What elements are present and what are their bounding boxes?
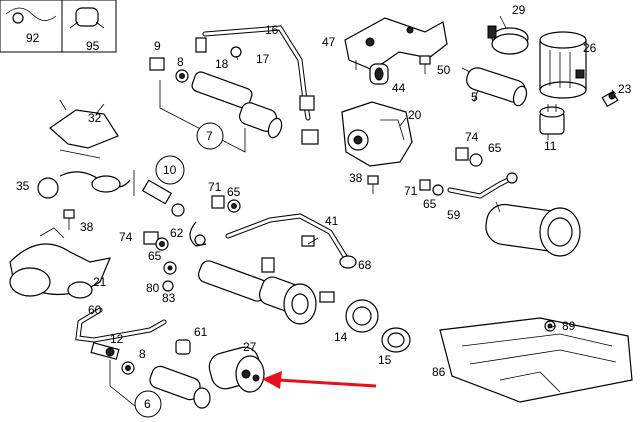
fuel-line-59 xyxy=(447,172,518,199)
callout-47: 47 xyxy=(322,35,336,49)
fitting-74-65-right xyxy=(455,147,483,167)
mounting-plate-86 xyxy=(439,317,633,403)
circled-callout-10: 10 xyxy=(155,155,185,185)
relay-bracket xyxy=(341,101,413,167)
callout-6: 6 xyxy=(144,397,151,411)
callout-41: 41 xyxy=(325,214,339,228)
mount-ring-14 xyxy=(345,299,379,333)
callout-86: 86 xyxy=(432,365,446,379)
callout-8a: 8 xyxy=(177,55,184,69)
callout-50: 50 xyxy=(437,63,451,77)
circled-callout-6: 6 xyxy=(134,390,162,418)
fitting-74-65 xyxy=(143,231,169,251)
fitting-71-65-right xyxy=(419,179,444,196)
callout-7: 7 xyxy=(206,129,213,143)
highlight-arrow xyxy=(262,371,377,389)
callout-71b: 71 xyxy=(404,184,418,198)
callout-62: 62 xyxy=(170,226,184,240)
callout-26: 26 xyxy=(583,41,597,55)
callout-8b: 8 xyxy=(139,347,146,361)
callout-38a: 38 xyxy=(80,220,94,234)
fuel-filter-right xyxy=(485,201,581,257)
return-line xyxy=(225,213,357,269)
fitting-71-65 xyxy=(211,195,241,213)
callout-11: 11 xyxy=(544,139,557,153)
injector-10 xyxy=(133,170,185,217)
callout-60: 60 xyxy=(88,303,102,317)
bracket-32 xyxy=(49,99,119,159)
distributor-assembly xyxy=(198,257,335,325)
callout-16: 16 xyxy=(265,23,279,37)
fuel-line xyxy=(202,25,319,145)
small-parts-9-8 xyxy=(149,46,242,83)
callout-15: 15 xyxy=(378,353,392,367)
callout-61: 61 xyxy=(194,325,208,339)
washer-8 xyxy=(121,361,135,375)
gear-80-83 xyxy=(162,261,177,292)
rubber-ring-15 xyxy=(381,327,411,353)
callout-17: 17 xyxy=(256,52,270,66)
injector-assembly xyxy=(191,37,283,139)
callout-5: 5 xyxy=(471,90,478,104)
banjo-bolt xyxy=(601,90,619,108)
callout-80: 80 xyxy=(146,281,160,295)
callout-14: 14 xyxy=(334,330,348,344)
fuel-pump xyxy=(461,67,528,107)
hose-60 xyxy=(75,307,167,343)
callout-59: 59 xyxy=(447,208,461,222)
hex-bolt xyxy=(419,55,431,74)
bracket-21 xyxy=(9,227,111,299)
callout-83: 83 xyxy=(162,291,176,305)
bolt-38-right xyxy=(367,175,379,194)
callout-65a: 65 xyxy=(227,185,241,199)
callout-65d: 65 xyxy=(488,141,502,155)
callout-38b: 38 xyxy=(349,171,363,185)
callout-9: 9 xyxy=(154,39,161,53)
fuel-filter-27 xyxy=(208,346,265,393)
callout-89: 89 xyxy=(562,319,576,333)
legend-box-92: 92 xyxy=(0,0,63,53)
callout-71a: 71 xyxy=(208,180,222,194)
callout-27: 27 xyxy=(243,340,257,354)
fitting-62 xyxy=(189,221,207,247)
callout-74b: 74 xyxy=(465,130,479,144)
legend-box-95: 95 xyxy=(61,0,117,53)
callout-65b: 65 xyxy=(148,249,162,263)
fuel-pump-relay xyxy=(539,104,565,135)
bracket-35 xyxy=(37,171,131,199)
fuel-accumulator xyxy=(539,31,587,99)
leader-lines xyxy=(235,15,617,329)
callout-10: 10 xyxy=(163,163,177,177)
callout-29: 29 xyxy=(512,3,526,17)
callout-32: 32 xyxy=(88,111,102,125)
callout-35: 35 xyxy=(16,179,30,193)
callout-74a: 74 xyxy=(119,230,133,244)
bolt-38-left xyxy=(63,209,75,230)
callout-12: 12 xyxy=(110,332,124,346)
rubber-mount xyxy=(369,63,389,85)
clip-61 xyxy=(175,339,191,355)
callout-68: 68 xyxy=(358,258,372,272)
callout-44: 44 xyxy=(392,81,406,95)
pressure-regulator-6 xyxy=(109,360,211,411)
callout-65c: 65 xyxy=(423,197,437,211)
callout-23: 23 xyxy=(618,82,632,96)
fitting-12 xyxy=(90,342,120,360)
circled-callout-7: 7 xyxy=(196,122,224,150)
legend-92-label: 92 xyxy=(26,31,40,45)
legend-95-label: 95 xyxy=(86,39,100,53)
callout-18: 18 xyxy=(215,57,229,71)
clamp-ring xyxy=(487,25,529,55)
mounting-bracket xyxy=(344,17,448,71)
callout-21: 21 xyxy=(93,275,107,289)
callout-20: 20 xyxy=(408,108,422,122)
